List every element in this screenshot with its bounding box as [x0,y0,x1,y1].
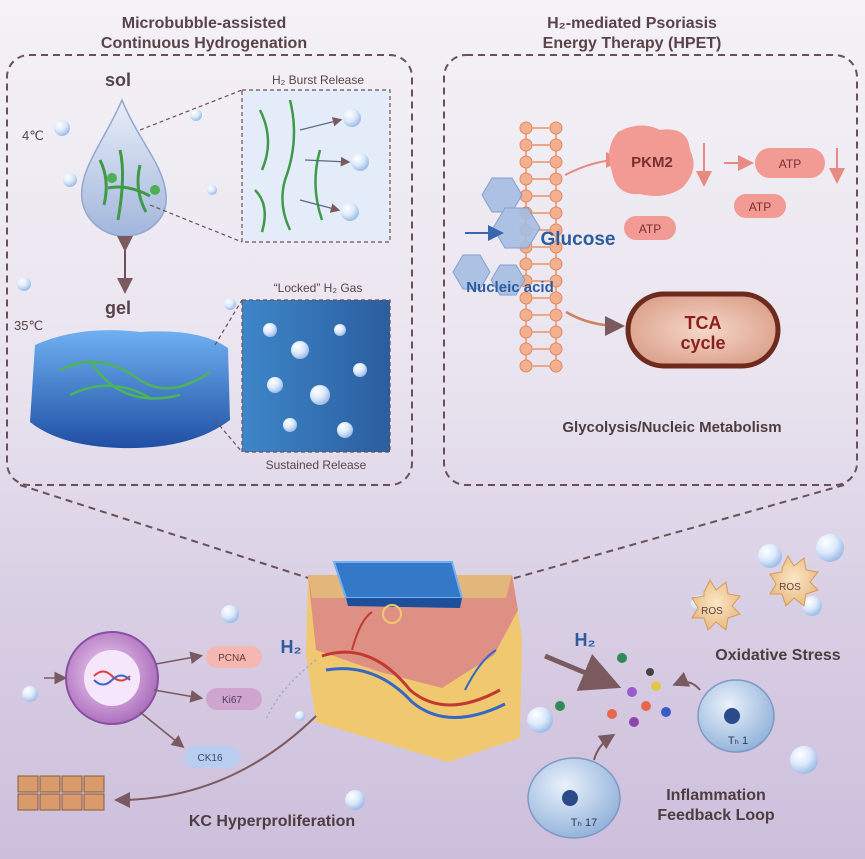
lipid-head [519,172,533,186]
right-panel-border [443,54,858,486]
ki67-node [206,688,262,710]
lipid-head [549,206,563,220]
right-title-line2: Energy Therapy (HPET) [543,35,722,52]
pcna-node [206,646,262,668]
atp-label-mid: ATP [749,200,771,214]
burst-bubbles [341,109,369,221]
lipid-head [549,121,563,135]
to-pcna-arrow [155,651,204,665]
lipid-head [519,342,533,356]
skin-block [306,561,522,762]
ros-label-1: ROS [701,606,723,617]
locked-gas-label: “Locked” H₂ Gas [274,281,363,295]
to-ki67-arrow [153,689,204,703]
pkm2-label: PKM2 [631,154,673,171]
to-tca-arrow [565,310,625,336]
gel-polymer-network [59,359,211,400]
lipid-head [519,325,533,339]
ros-burst-1 [691,578,741,631]
connector-right [489,484,845,586]
metabolism-label: Glycolysis/Nucleic Metabolism [562,419,781,436]
connector-left [19,484,331,586]
ck16-label: CK16 [197,753,222,764]
lipid-head [549,325,563,339]
left-title-line1: Microbubble-assisted [122,15,286,32]
tca-mitochondrion [625,291,781,369]
sol-particle [107,173,117,183]
temp-low-label: 4℃ [22,128,44,143]
decorative-bubbles [17,109,844,810]
locked-zoom-line [214,299,243,346]
lipid-head [549,155,563,169]
lipid-head [549,138,563,152]
inflammation-label-line2: Feedback Loop [657,807,775,824]
h2-right-label: H₂ [575,630,596,650]
pkm2-node [609,125,694,196]
lipid-head [519,308,533,322]
temp-high-label: 35℃ [14,318,43,333]
dna-icon [93,674,131,686]
th17-nucleus [562,790,578,806]
lipid-head [549,257,563,271]
locked-inset [241,299,391,453]
lipid-head [549,308,563,322]
th17-label: Tₕ 17 [571,817,597,829]
lipid-head [519,359,533,373]
pcna-label: PCNA [218,653,246,664]
gel-label: gel [105,298,131,318]
ki67-label: Ki67 [222,695,242,706]
burst-arrows [299,117,351,213]
lipid-head [519,138,533,152]
nucleic-acid-label: Nucleic acid [466,279,554,296]
feedback-to-kc-arrow [114,715,317,808]
ck16-node [184,746,240,768]
atp-node-top [755,148,825,178]
sol-label: sol [105,70,131,90]
to-ck16-arrow [139,711,185,749]
h2-left-label: H₂ [281,637,302,657]
glucose-hexagons [452,177,541,296]
kc-cluster [17,775,105,811]
lipid-head [549,189,563,203]
sol-polymer-network [98,149,151,221]
locked-bubbles [263,323,367,438]
left-panel-border [6,54,413,486]
lipid-head [519,155,533,169]
ros-label-2: ROS [779,582,801,593]
inflammation-label-line1: Inflammation [666,787,766,804]
cytokine-dots [555,653,671,727]
atp-node-mid [734,194,786,218]
atp-node-left [624,216,676,240]
lipid-head [549,359,563,373]
sol-particle [150,185,160,195]
th17-to-cytokines-arrow [593,733,616,761]
kc-hyperproliferation-label: KC Hyperproliferation [189,813,355,830]
lipid-head [549,342,563,356]
lipid-head [519,121,533,135]
burst-zoom-line [149,204,243,243]
tca-label-line2: cycle [680,333,725,353]
oxidative-stress-label: Oxidative Stress [715,647,841,664]
th1-to-cytokines-arrow [672,671,701,691]
h2-right-arrow [544,653,622,691]
atp-label-top: ATP [779,157,801,171]
left-title-line2: Continuous Hydrogenation [101,35,307,52]
dna-icon [93,670,131,682]
atp-label-left: ATP [639,222,661,236]
lipid-head [549,172,563,186]
glucose-label: Glucose [541,229,616,250]
burst-zoom-line [139,89,243,131]
tca-label-line1: TCA [685,313,722,333]
th1-label: Tₕ 1 [728,735,748,747]
lipid-head [519,257,533,271]
right-title-line1: H₂-mediated Psoriasis [547,15,717,32]
sustained-release-label: Sustained Release [266,458,367,472]
burst-release-label: H₂ Burst Release [272,73,364,87]
ros-burst-2 [769,554,819,607]
keratinocyte-nucleus [84,650,140,706]
th1-nucleus [724,708,740,724]
burst-polymer [254,99,324,233]
